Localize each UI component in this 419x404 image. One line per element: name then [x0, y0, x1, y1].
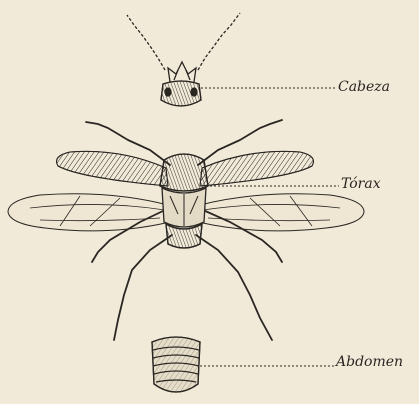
left-elytron — [57, 151, 169, 186]
head-drawing — [127, 13, 240, 106]
label-head: Cabeza — [338, 80, 390, 94]
left-hindwing — [8, 194, 170, 231]
right-hindwing — [198, 194, 364, 231]
thorax-drawing — [160, 154, 208, 248]
label-abdomen: Abdomen — [336, 355, 403, 369]
pronotum — [160, 154, 208, 191]
left-antenna — [127, 15, 165, 70]
right-elytron — [200, 151, 314, 186]
label-thorax: Tórax — [341, 177, 381, 191]
right-antenna — [198, 13, 240, 70]
abdomen-drawing — [152, 337, 200, 392]
